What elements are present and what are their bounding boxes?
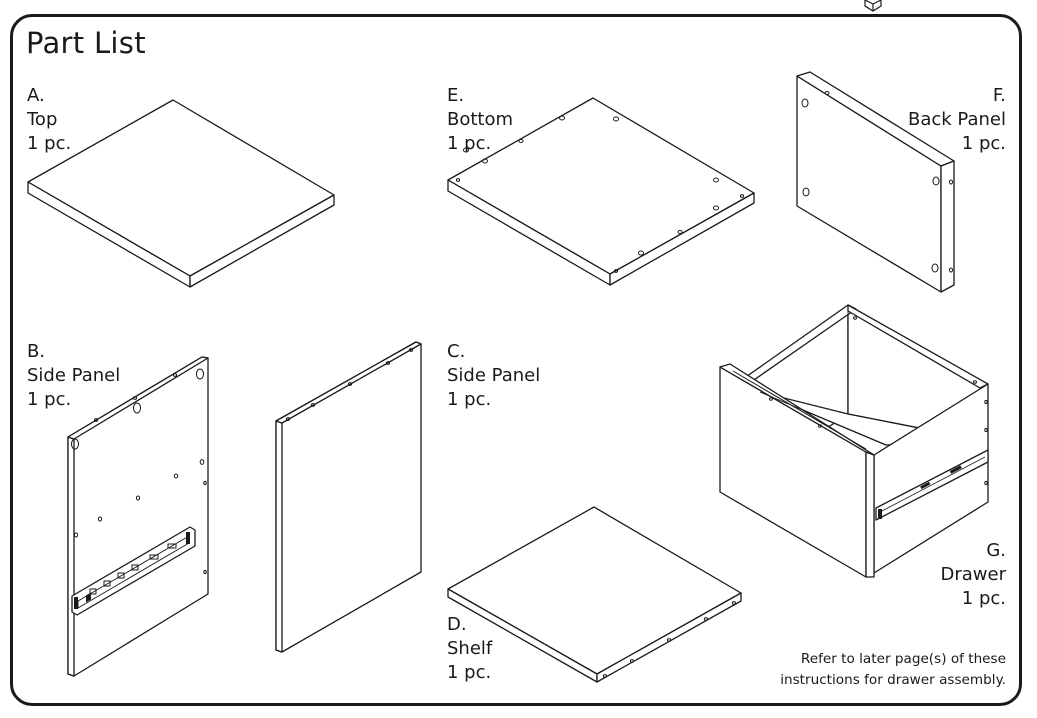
page-frame: [10, 14, 1022, 706]
part-d-letter: D.: [447, 614, 467, 635]
note-line-2: instructions for drawer assembly.: [780, 672, 1006, 688]
part-b-label: B. Side Panel 1 pc.: [27, 340, 120, 412]
part-a-name: Top: [27, 109, 58, 130]
part-b-side-panel: [68, 357, 208, 676]
part-d-name: Shelf: [447, 638, 493, 659]
cube-logo-icon: [864, 0, 882, 12]
part-c-side-panel: [276, 342, 421, 652]
page-title: Part List: [26, 26, 146, 60]
part-g-letter: G.: [986, 540, 1006, 561]
part-f-label: F. Back Panel 1 pc.: [908, 84, 1006, 156]
part-f-qty: 1 pc.: [961, 133, 1006, 154]
note-line-1: Refer to later page(s) of these: [800, 651, 1006, 667]
part-e-label: E. Bottom 1 pc.: [447, 84, 513, 156]
part-c-qty: 1 pc.: [447, 389, 492, 410]
part-b-name: Side Panel: [27, 365, 121, 386]
part-g-label: G. Drawer 1 pc.: [941, 539, 1007, 611]
part-g-name: Drawer: [940, 564, 1007, 585]
part-a-qty: 1 pc.: [27, 133, 72, 154]
part-d-label: D. Shelf 1 pc.: [447, 613, 492, 685]
part-f-back-panel: [797, 72, 954, 292]
part-f-letter: F.: [992, 85, 1006, 106]
part-c-letter: C.: [447, 341, 466, 362]
part-e-name: Bottom: [447, 109, 514, 130]
part-a-letter: A.: [27, 85, 45, 106]
part-e-letter: E.: [447, 85, 465, 106]
part-d-qty: 1 pc.: [447, 662, 492, 683]
part-b-qty: 1 pc.: [27, 389, 72, 410]
part-g-qty: 1 pc.: [961, 588, 1006, 609]
part-e-bottom-board: [448, 98, 754, 285]
part-c-label: C. Side Panel 1 pc.: [447, 340, 540, 412]
drawer-assembly-note: Refer to later page(s) of these instruct…: [780, 649, 1006, 691]
part-e-qty: 1 pc.: [447, 133, 492, 154]
part-f-name: Back Panel: [908, 109, 1006, 130]
part-a-top-board: [28, 100, 334, 287]
part-g-drawer: [720, 305, 988, 577]
part-d-shelf: [448, 507, 741, 682]
part-c-name: Side Panel: [447, 365, 541, 386]
part-a-label: A. Top 1 pc.: [27, 84, 71, 156]
part-b-letter: B.: [27, 341, 46, 362]
